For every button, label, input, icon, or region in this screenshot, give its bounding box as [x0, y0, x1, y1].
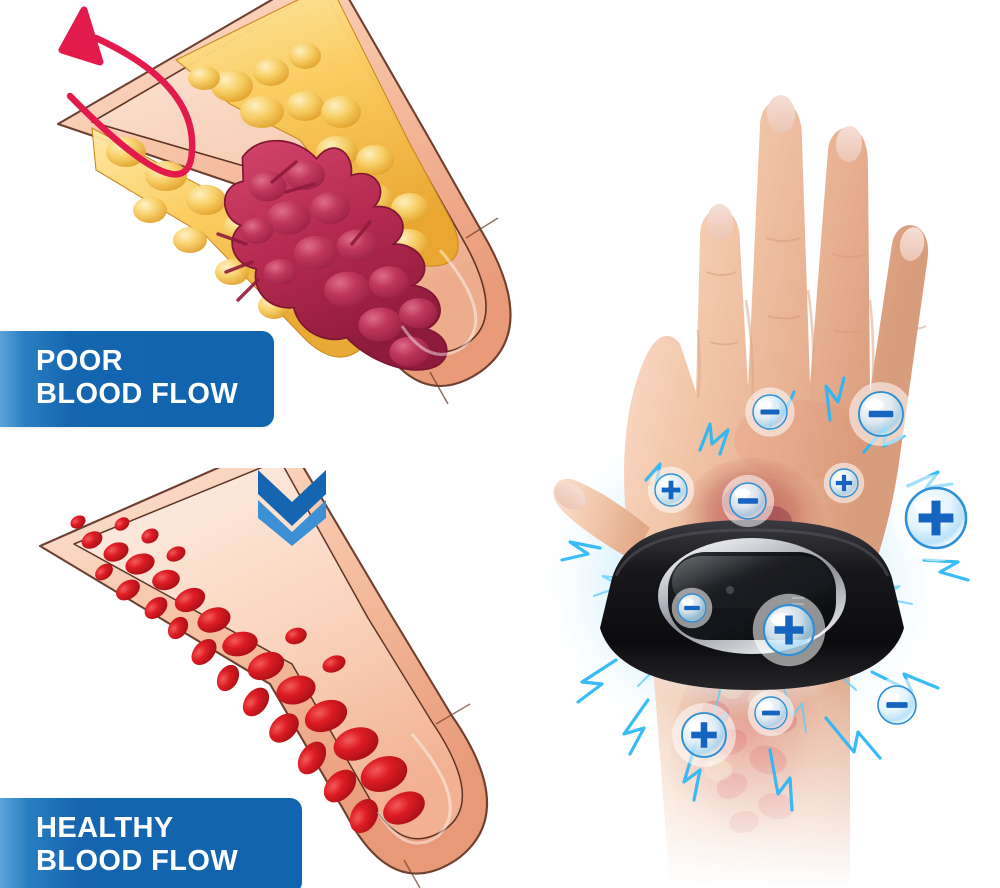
ion-bubble-negative [747, 689, 795, 737]
diseased-artery-illustration [56, 0, 512, 405]
healthy-badge-line-1: HEALTHY [36, 812, 174, 844]
healthy-artery-illustration [38, 468, 489, 888]
poor-badge-line-1: POOR [36, 345, 123, 377]
strap-highlight [614, 528, 890, 577]
device-indicator-dot [726, 586, 734, 594]
ion-therapy-wristband[interactable] [600, 520, 904, 690]
ion-bubble-positive [672, 703, 736, 767]
healthy-blood-flow-badge: HEALTHY BLOOD FLOW [0, 798, 302, 888]
ion-bubble-negative [745, 387, 795, 437]
poor-blood-flow-badge: POOR BLOOD FLOW [0, 331, 274, 427]
double-chevron-down-icon [258, 470, 326, 546]
blood-flow-comparison-panel: POOR BLOOD FLOW [0, 0, 512, 888]
knuckle-creases [705, 237, 927, 346]
wearable-device-panel [520, 0, 1000, 888]
ion-bubble-positive [752, 593, 826, 667]
red-blood-cells [70, 515, 425, 834]
ion-bubble-negative [849, 382, 913, 446]
ion-bubble-negative [721, 474, 775, 528]
ion-bubble-layer [647, 382, 980, 767]
blood-flow-arrow-icon [58, 6, 196, 178]
ion-bubble-negative [869, 677, 925, 733]
poor-badge-line-2: BLOOD FLOW [36, 377, 239, 410]
fingernails [554, 95, 925, 510]
ion-bubble-positive [647, 466, 695, 514]
ion-bubble-positive [892, 474, 980, 562]
healthy-badge-line-2: BLOOD FLOW [36, 844, 239, 877]
ion-bubble-positive [823, 462, 865, 504]
blood-clot [216, 139, 448, 371]
ion-bubble-negative [671, 587, 713, 629]
hand-wrist-device-illustration [527, 95, 980, 888]
